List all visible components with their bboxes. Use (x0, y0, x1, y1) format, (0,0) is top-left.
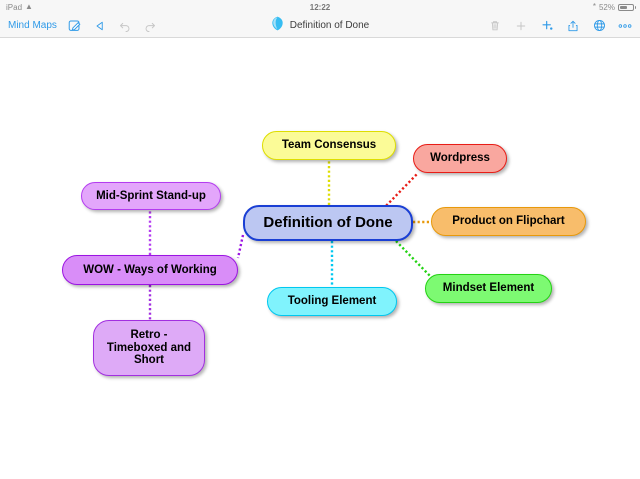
mindmap-node-mid-sprint-stand-up[interactable]: Mid-Sprint Stand-up (81, 182, 221, 210)
add-sibling-node-icon[interactable] (540, 19, 554, 33)
compose-icon[interactable] (68, 19, 82, 33)
shield-icon (271, 16, 284, 36)
wifi-icon: ▲ (25, 2, 33, 11)
status-bar-right: * 52% (592, 2, 636, 12)
device-name: iPad (6, 2, 23, 12)
toolbar-right-group (488, 19, 632, 33)
undo-icon (118, 19, 132, 33)
present-play-icon[interactable] (93, 19, 107, 33)
share-icon[interactable] (566, 19, 580, 33)
status-bar-left: iPad ▲ (6, 3, 33, 12)
status-bar-clock: 12:22 (309, 2, 331, 12)
mindmap-root-node[interactable]: Definition of Done (243, 205, 413, 241)
edge-mindset-element (395, 240, 433, 279)
mindmap-node-team-consensus[interactable]: Team Consensus (262, 131, 396, 160)
toolbar-left-group: Mind Maps (8, 19, 157, 33)
app-toolbar: Mind Maps (0, 14, 640, 38)
mindmap-node-mindset-element[interactable]: Mindset Element (425, 274, 552, 303)
mindmap-node-wordpress[interactable]: Wordpress (413, 144, 507, 173)
mindmap-edges (148, 160, 433, 320)
mindmap-node-retro-timeboxed-and-short[interactable]: Retro - Timeboxed and Short (93, 320, 205, 376)
battery-icon (618, 3, 636, 11)
back-to-mind-maps-link[interactable]: Mind Maps (8, 20, 57, 31)
edge-wordpress (382, 172, 419, 210)
edge-wow-ways-of-working (236, 234, 245, 259)
more-options-icon[interactable] (618, 19, 632, 33)
mindmap-node-product-on-flipchart[interactable]: Product on Flipchart (431, 207, 586, 236)
globe-icon[interactable] (592, 19, 606, 33)
document-title: Definition of Done (289, 20, 370, 31)
battery-percent-label: 52% (598, 2, 615, 12)
plus-icon (514, 19, 528, 33)
mindmap-canvas[interactable]: Definition of Done Team Consensus Wordpres… (0, 39, 640, 479)
mindmap-node-tooling-element[interactable]: Tooling Element (267, 287, 397, 316)
bluetooth-icon: * (592, 2, 596, 11)
status-bar: iPad ▲ 12:22 * 52% (0, 0, 640, 14)
redo-icon (143, 19, 157, 33)
trash-icon (488, 19, 502, 33)
mindmap-node-wow-ways-of-working[interactable]: WOW - Ways of Working (62, 255, 238, 285)
